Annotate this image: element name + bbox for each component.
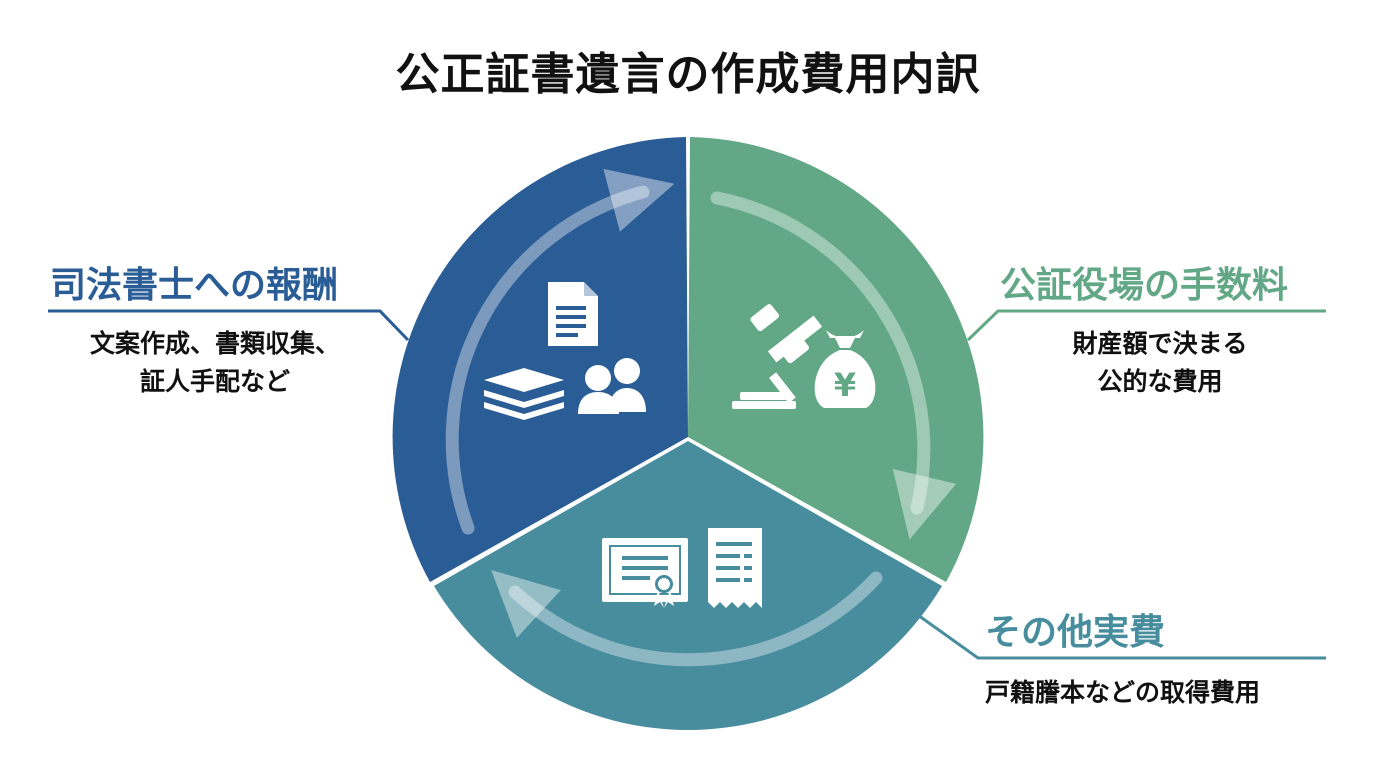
flow-arrow-left [445,168,675,535]
gavel-icon [732,304,823,409]
desc-lawyer-fee: 文案作成、書類収集、 証人手配など [40,325,390,401]
desc-lawyer-fee-line1: 文案作成、書類収集、 [89,329,340,358]
desc-notary-fee-line1: 財産額で決まる [1072,329,1248,358]
paper-stack-icon [484,368,564,420]
label-notary-fee: 公証役場の手数料 [1000,265,1289,306]
page-title: 公正証書遺言の作成費用内訳 [395,49,981,100]
desc-lawyer-fee-line2: 証人手配など [139,367,290,396]
right-connector-line [966,309,1326,342]
document-icon [548,282,598,346]
desc-notary-fee-line2: 公的な費用 [1097,367,1223,396]
money-symbol: ¥ [834,366,856,404]
desc-other-expenses-line1: 戸籍謄本などの取得費用 [985,678,1261,707]
label-lawyer-fee: 司法書士への報酬 [50,265,339,306]
pie-segment-left [392,137,688,582]
flow-arrow-bottom [491,569,883,667]
left-connector-line [48,309,410,342]
label-other-expenses: その他実費 [985,612,1166,653]
receipt-icon [708,528,762,608]
desc-other-expenses: 戸籍謄本などの取得費用 [985,674,1325,712]
desc-notary-fee: 財産額で決まる 公的な費用 [1010,325,1310,401]
certificate-icon [602,538,688,608]
people-icon [578,358,646,414]
bottom-connector-line [907,606,1326,660]
money-bag-icon: ¥ [814,330,876,408]
flow-arrow-right [710,191,957,540]
